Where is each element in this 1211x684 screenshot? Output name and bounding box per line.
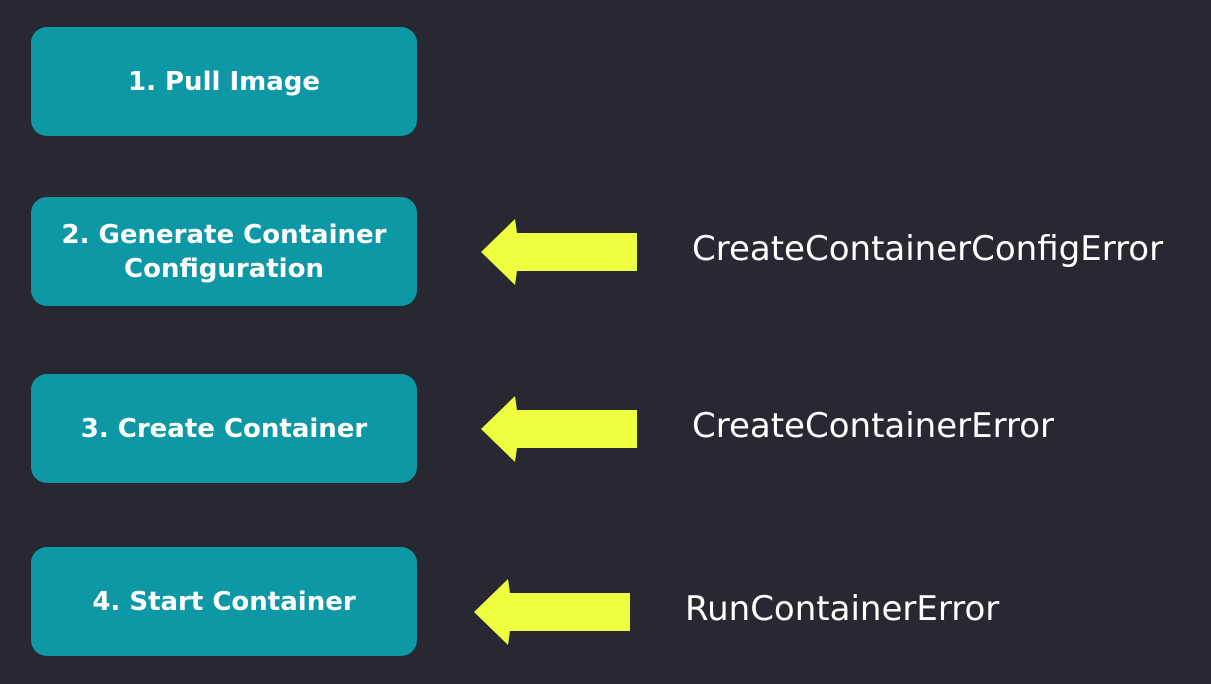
error-label-create-container-config: CreateContainerConfigError	[692, 229, 1164, 269]
error-label-run-container: RunContainerError	[685, 589, 1000, 629]
step-label: 2. Generate Container Configuration	[61, 219, 387, 284]
arrow-left-icon	[481, 396, 637, 462]
step-box-pull-image: 1. Pull Image	[31, 27, 417, 136]
error-label-create-container: CreateContainerError	[692, 406, 1054, 446]
arrow-left-icon	[481, 219, 637, 285]
arrow-left-icon	[474, 579, 630, 645]
step-label: 3. Create Container	[80, 413, 368, 444]
step-label: 1. Pull Image	[127, 66, 321, 97]
step-box-generate-config: 2. Generate Container Configuration	[31, 197, 417, 306]
step-box-create-container: 3. Create Container	[31, 374, 417, 483]
step-label: 4. Start Container	[92, 586, 356, 617]
step-box-start-container: 4. Start Container	[31, 547, 417, 656]
